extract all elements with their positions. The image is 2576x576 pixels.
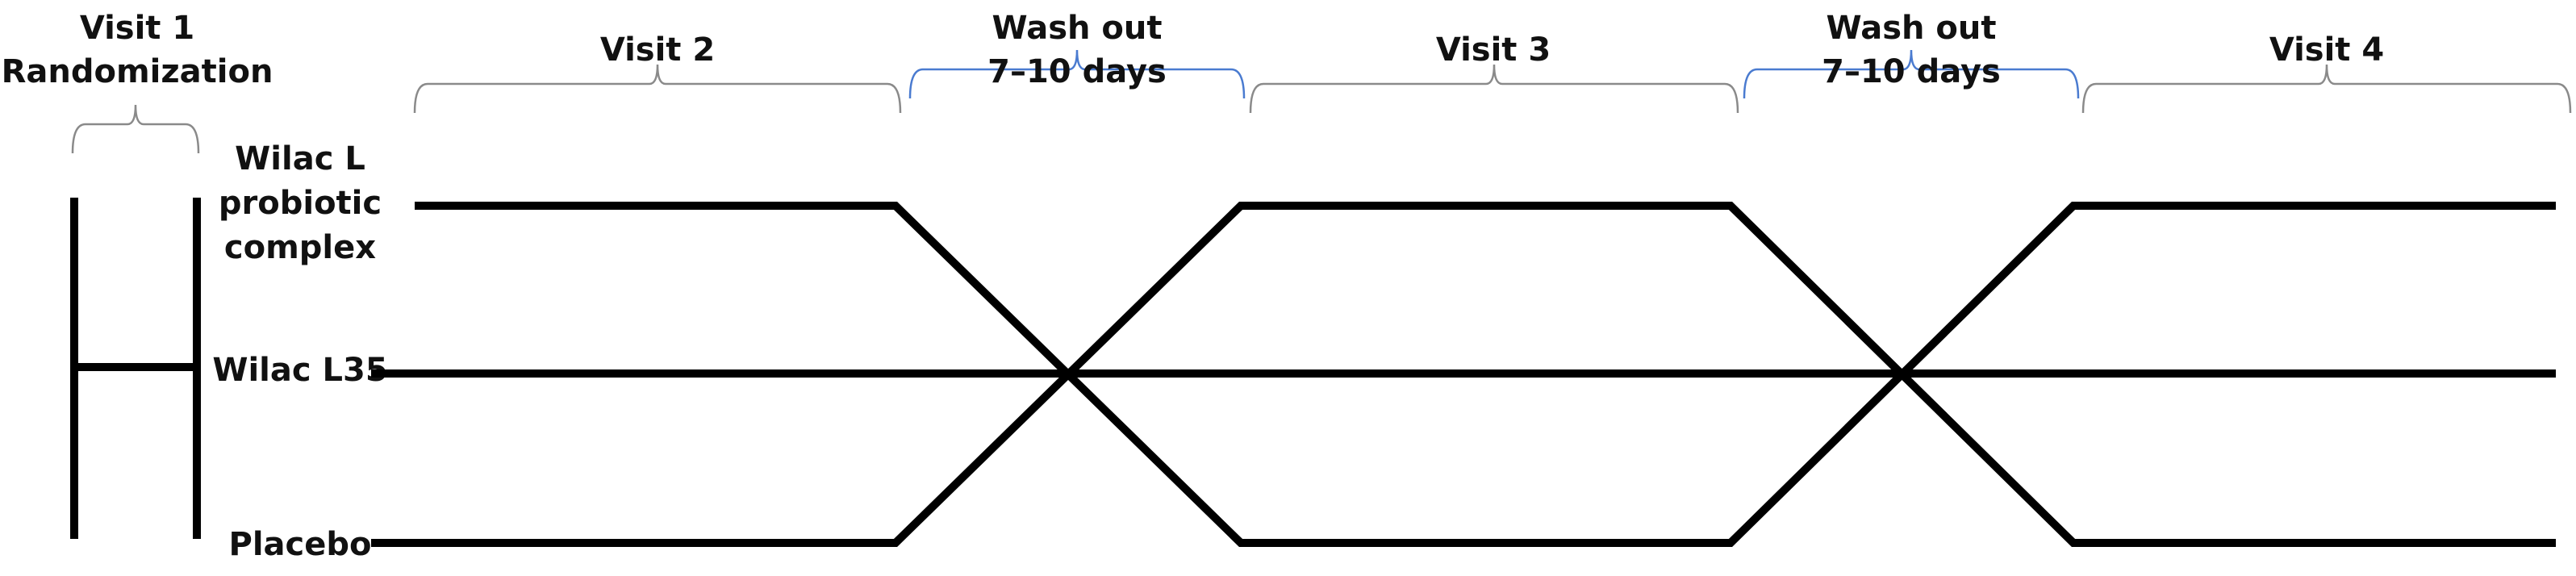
arm-label: Wilac L — [235, 140, 365, 177]
period-label: Visit 3 — [1436, 31, 1551, 69]
period-label: Wash out — [1827, 10, 1997, 47]
arm-label: probiotic — [219, 185, 382, 222]
period-braces — [71, 49, 2572, 154]
period-brace — [908, 49, 1246, 99]
arm-lines — [371, 202, 2556, 547]
period-label: Visit 1 — [80, 10, 194, 47]
period-brace — [2081, 64, 2572, 114]
period-brace — [1743, 49, 2080, 99]
randomization-bracket — [70, 198, 201, 539]
period-brace — [1249, 64, 1739, 114]
period-brace — [413, 64, 902, 114]
arm-label: Placebo — [229, 526, 372, 563]
period-labels: Visit 1 Randomization Visit 2 Wash out 7–10 … — [2, 10, 2385, 90]
period-label: Visit 4 — [2269, 31, 2384, 69]
period-brace — [71, 104, 200, 154]
period-label: Wash out — [992, 10, 1163, 47]
arm-line-wilac-l-complex — [415, 202, 2556, 547]
period-label: Visit 2 — [600, 31, 715, 69]
arm-label: Wilac L35 — [212, 352, 387, 389]
period-label: Randomization — [2, 53, 273, 90]
arm-label: complex — [224, 229, 376, 266]
period-label: 7–10 days — [987, 53, 1167, 90]
period-label: 7–10 days — [1822, 53, 2001, 90]
arm-line-placebo — [371, 202, 2556, 547]
